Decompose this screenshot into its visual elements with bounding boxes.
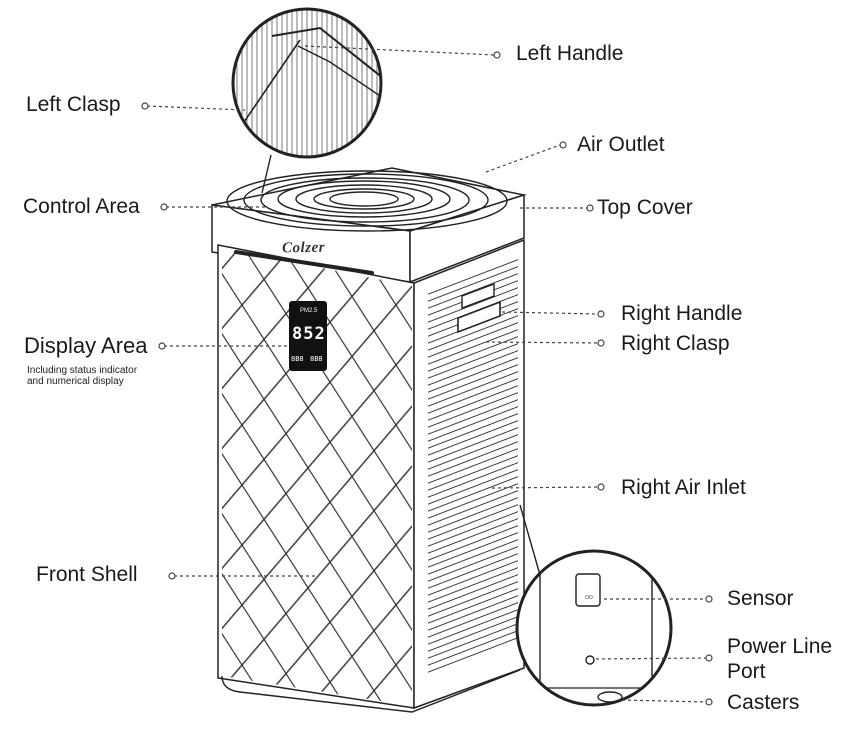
display-panel bbox=[289, 301, 327, 371]
label-casters: Casters bbox=[727, 691, 800, 714]
zoom-sensor-box bbox=[575, 573, 601, 607]
label-right-handle: Right Handle bbox=[621, 302, 743, 325]
top-cover-side-face bbox=[409, 193, 525, 284]
label-left-handle: Left Handle bbox=[516, 42, 624, 65]
air-outlet-rings bbox=[226, 170, 508, 232]
label-sensor: Sensor bbox=[727, 587, 794, 610]
display-right-indicator: 8B8 bbox=[310, 355, 323, 363]
label-top-cover: Top Cover bbox=[597, 196, 693, 219]
label-left-clasp: Left Clasp bbox=[26, 93, 121, 116]
display-reading: 852 bbox=[292, 324, 326, 344]
leader-left-handle bbox=[304, 45, 495, 56]
label-right-air-inlet: Right Air Inlet bbox=[621, 476, 746, 499]
label-display-area: Display Area bbox=[24, 333, 148, 358]
leader-power-line-port bbox=[595, 657, 707, 660]
zoom-base-connector bbox=[519, 504, 541, 576]
right-clasp-shape bbox=[461, 282, 495, 310]
leader-lines bbox=[146, 45, 707, 703]
right-handle-shape bbox=[457, 300, 501, 334]
purifier-body bbox=[211, 167, 527, 713]
label-right-clasp: Right Clasp bbox=[621, 332, 730, 355]
label-front-shell: Front Shell bbox=[36, 563, 138, 586]
label-power-line-port-1: Power Line bbox=[727, 635, 833, 658]
label-control-area: Control Area bbox=[23, 195, 140, 218]
zoom-handle-detail bbox=[231, 7, 383, 194]
leader-endpoints bbox=[141, 51, 713, 706]
display-left-indicator: 8B8 bbox=[291, 355, 304, 363]
zoom-base-detail bbox=[515, 504, 673, 707]
right-air-inlet-louvers bbox=[428, 256, 518, 676]
label-display-area-note-2: and numerical display bbox=[27, 376, 124, 387]
top-light-strip bbox=[234, 250, 374, 275]
leader-air-outlet bbox=[485, 144, 561, 173]
front-shell-diamonds bbox=[222, 248, 412, 706]
label-power-line-port-2: Port bbox=[727, 660, 766, 683]
leader-left-clasp bbox=[146, 105, 246, 111]
leader-casters bbox=[621, 699, 707, 703]
zoom-power-port bbox=[585, 655, 595, 665]
base-rim bbox=[221, 669, 521, 713]
display-pm-label: PM2.5 bbox=[300, 308, 318, 314]
brand-logo-text: Colzer bbox=[281, 239, 326, 257]
label-air-outlet: Air Outlet bbox=[577, 133, 665, 156]
leader-right-clasp bbox=[485, 341, 599, 344]
zoom-connector bbox=[261, 154, 272, 194]
leader-right-handle bbox=[501, 311, 599, 315]
zoom-clasp-edge bbox=[239, 39, 301, 129]
label-display-area-note-1: Including status indicator bbox=[27, 365, 138, 376]
zoom-handle-edge bbox=[271, 26, 381, 79]
sensor-mark: OO bbox=[585, 595, 593, 601]
